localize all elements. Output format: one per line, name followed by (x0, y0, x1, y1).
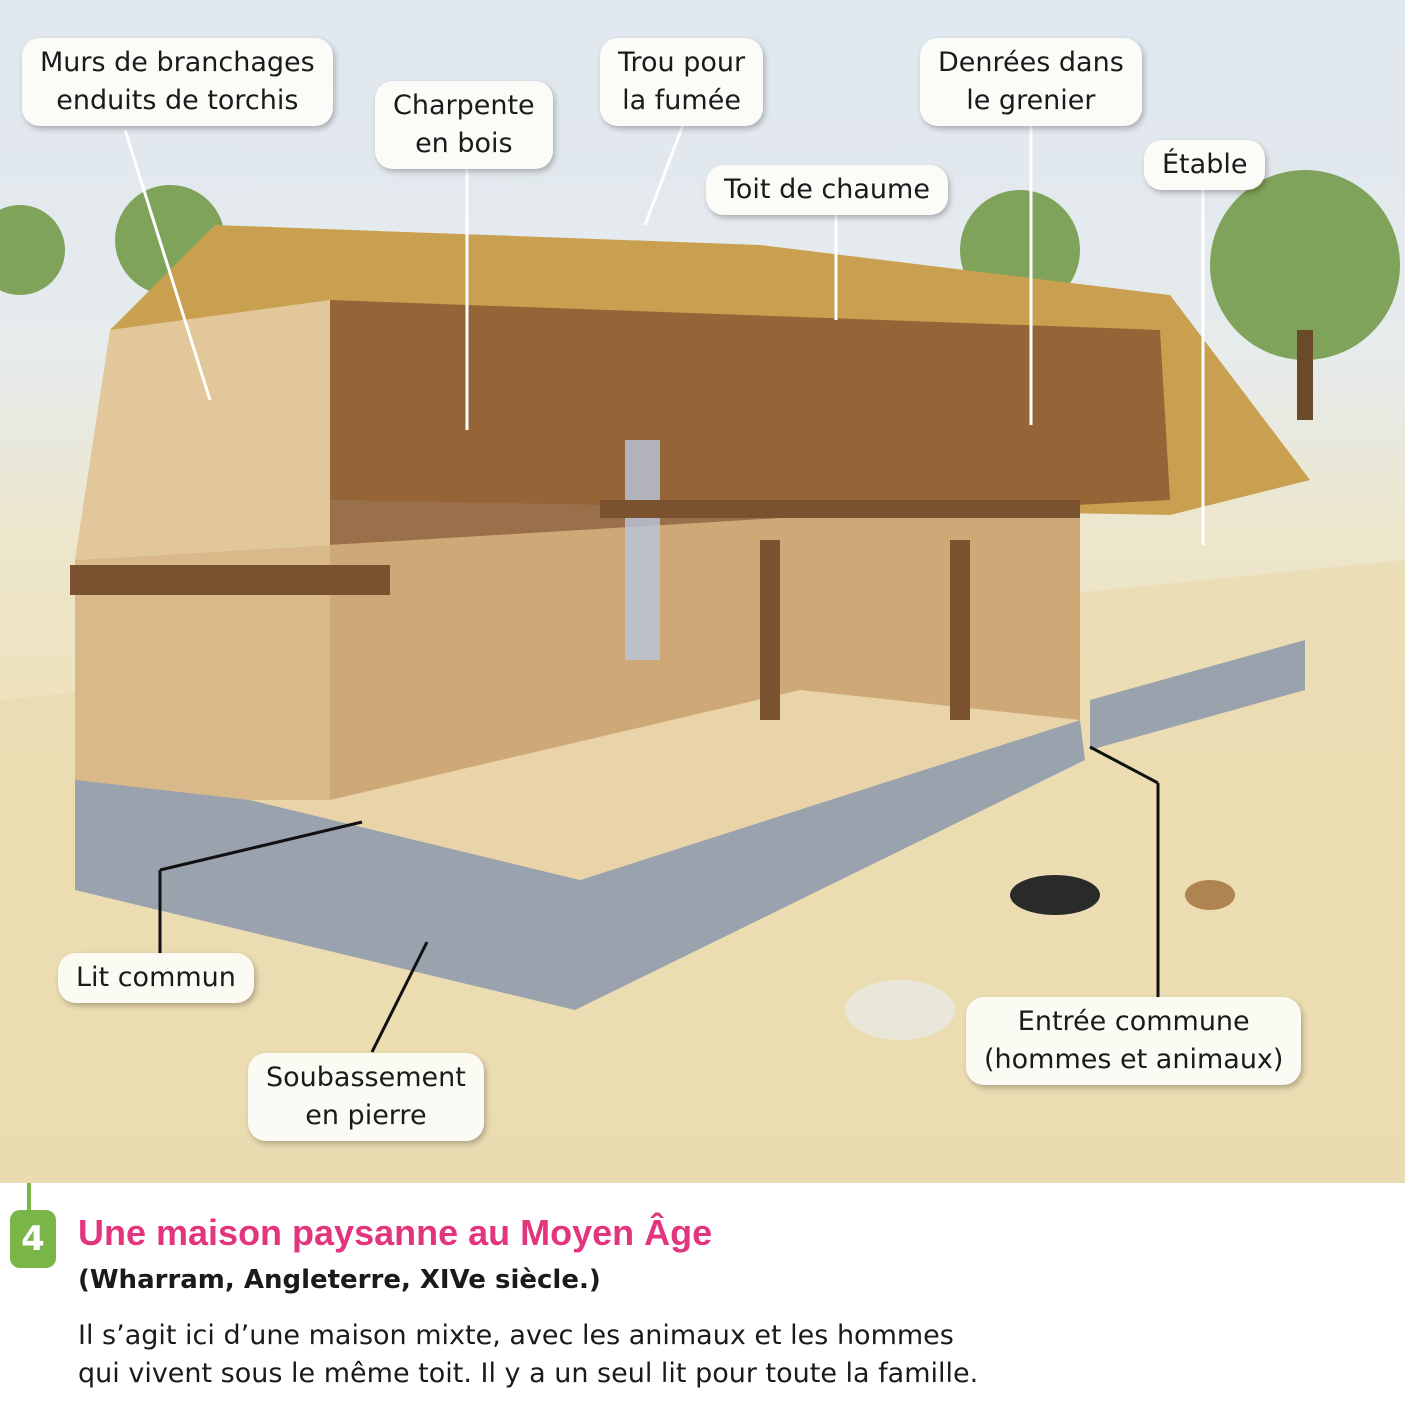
label-trou: Trou pour la fumée (600, 38, 764, 126)
label-denrees: Denrées dans le grenier (920, 38, 1142, 126)
figure-description: Il s’agit ici d’une maison mixte, avec l… (78, 1317, 1078, 1393)
label-charpente: Charpente en bois (375, 81, 553, 169)
label-lit: Lit commun (58, 953, 254, 1003)
peasant-house-illustration: Murs de branchages enduits de torchis Ch… (0, 0, 1405, 1183)
figure-number-badge: 4 (10, 1210, 56, 1268)
figure-source: (Wharram, Angleterre, XIVe siècle.) (78, 1265, 601, 1295)
label-soubassement: Soubassement en pierre (248, 1053, 484, 1141)
caption-stem (27, 1183, 31, 1213)
label-etable: Étable (1144, 140, 1266, 190)
description-line: Il s’agit ici d’une maison mixte, avec l… (78, 1320, 954, 1351)
label-murs: Murs de branchages enduits de torchis (22, 38, 333, 126)
label-toit: Toit de chaume (706, 165, 948, 215)
description-line: qui vivent sous le même toit. Il y a un … (78, 1358, 979, 1389)
stone-foundation (75, 720, 1085, 1010)
label-entree: Entrée commune (hommes et animaux) (966, 997, 1302, 1085)
tree-right (1210, 170, 1400, 360)
figure-title: Une maison paysanne au Moyen Âge (78, 1212, 713, 1253)
